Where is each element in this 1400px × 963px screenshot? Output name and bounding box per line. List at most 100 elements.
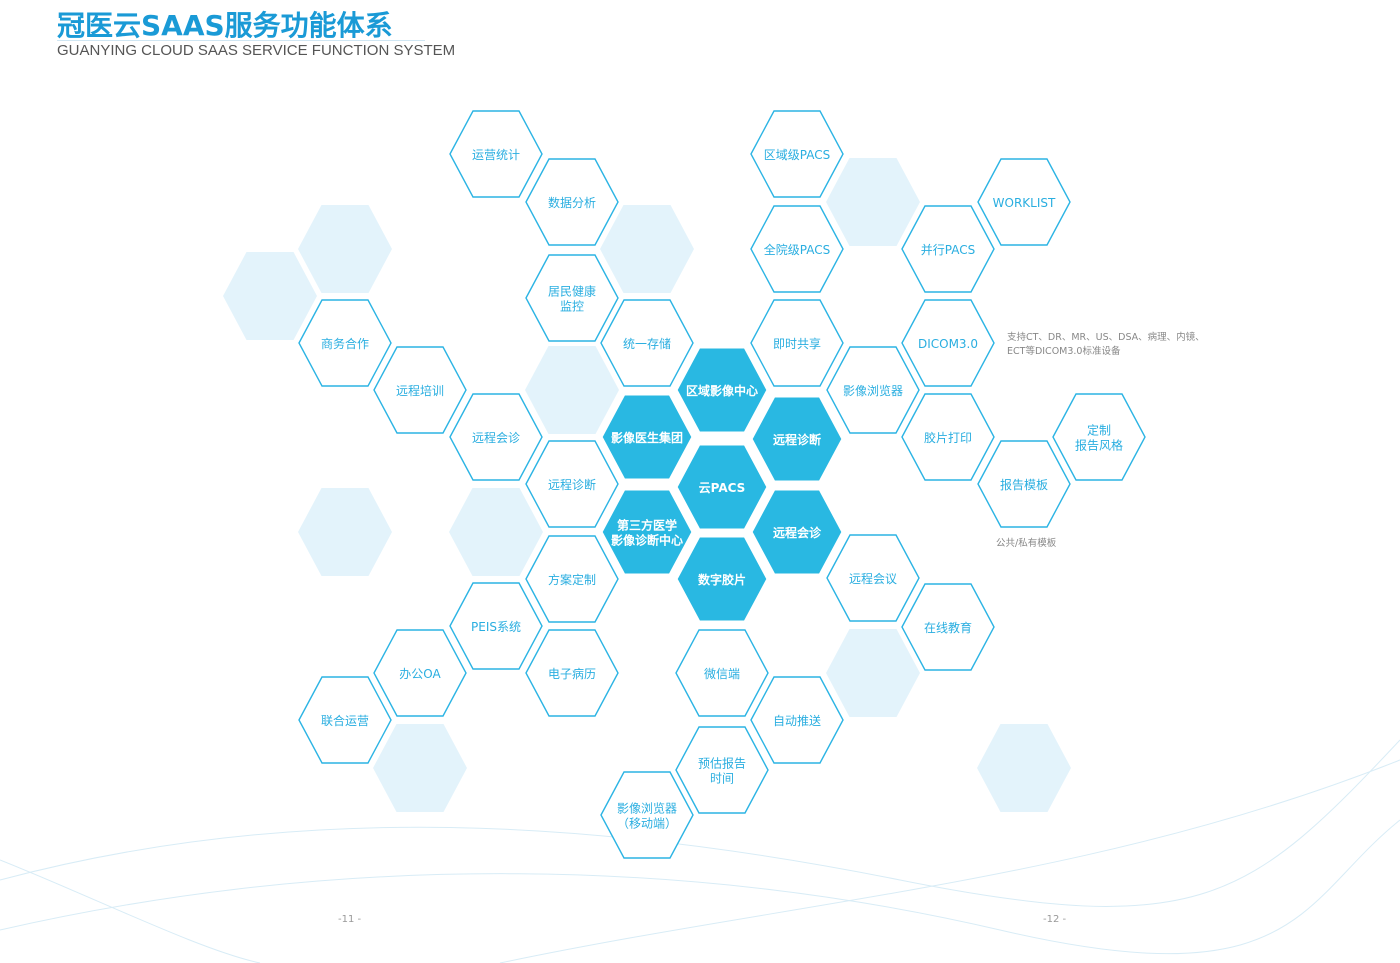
- hexagon-shape: [525, 254, 619, 342]
- hexagon-shape: [826, 346, 920, 434]
- hex-label: 并行PACS: [921, 243, 975, 257]
- hex-label: 微信端: [704, 667, 740, 681]
- hex-remote-consultation-core: 远程会诊: [749, 487, 845, 577]
- hexagon-shape: [525, 158, 619, 246]
- hex-remote-consultation: 远程会诊: [449, 393, 543, 481]
- hexagon-shape: [977, 158, 1071, 246]
- hex-auto-push: 自动推送: [750, 676, 844, 764]
- hexagon-shape: [599, 487, 695, 577]
- hex-label: DICOM3.0: [918, 337, 978, 351]
- hex-emr: 电子病历: [525, 629, 619, 717]
- decorative-hexagon: [826, 158, 920, 246]
- hex-digital-film: 数字胶片: [674, 534, 770, 624]
- hex-label: 影像医生集团: [611, 430, 683, 445]
- decorative-hexagon: [373, 724, 467, 812]
- hex-cloud-pacs: 云PACS: [674, 442, 770, 532]
- hexagon-shape: [600, 771, 694, 859]
- hex-label: 远程会诊: [472, 430, 520, 445]
- hex-wechat: 微信端: [675, 629, 769, 717]
- hex-label: 第三方医学: [617, 518, 677, 533]
- hex-label: 电子病历: [548, 666, 596, 681]
- hex-remote-diagnosis: 远程诊断: [525, 440, 619, 528]
- hex-label: 预估报告: [698, 756, 746, 771]
- hexagon-shape: [298, 676, 392, 764]
- hex-business-cooperation: 商务合作: [298, 299, 392, 387]
- hex-label: 商务合作: [321, 336, 369, 351]
- hexagon-shape: [977, 440, 1071, 528]
- hexagon-shape: [525, 440, 619, 528]
- hexagon-shape: [525, 535, 619, 623]
- dicom-note-line1: 支持CT、DR、MR、US、DSA、病理、内镜、: [1007, 332, 1205, 343]
- hex-label: 在线教育: [924, 620, 972, 635]
- hex-parallel-pacs: 并行PACS: [901, 205, 995, 293]
- decorative-hexagon: [826, 629, 920, 717]
- hexagon-shape: [373, 346, 467, 434]
- hex-label: 胶片打印: [924, 430, 972, 445]
- hexagon-shape: [675, 726, 769, 814]
- page-subtitle: GUANYING CLOUD SAAS SERVICE FUNCTION SYS…: [57, 42, 456, 59]
- hexagon-shape: [600, 299, 694, 387]
- hex-label: 全院级PACS: [764, 242, 830, 257]
- hex-solution-custom: 方案定制: [525, 535, 619, 623]
- hex-operation-stats: 运营统计: [449, 110, 543, 198]
- hex-label: 远程诊断: [548, 477, 596, 492]
- hex-regional-imaging-center: 区域影像中心: [674, 345, 770, 435]
- hex-online-education: 在线教育: [901, 583, 995, 671]
- decorative-hexagon: [298, 205, 392, 293]
- hex-office-oa: 办公OA: [373, 629, 467, 717]
- hex-instant-share: 即时共享: [750, 299, 844, 387]
- hex-label: 远程培训: [396, 383, 444, 398]
- hex-label: 云PACS: [699, 481, 746, 495]
- hex-mobile-image-browser: 影像浏览器（移动端）: [600, 771, 694, 859]
- hexagon-shape: [901, 205, 995, 293]
- hex-label: 统一存储: [623, 336, 671, 351]
- hexagon-shape: [901, 393, 995, 481]
- hexagon-shape: [674, 534, 770, 624]
- hex-data-analysis: 数据分析: [525, 158, 619, 246]
- hex-label: 联合运营: [321, 713, 369, 728]
- hex-label: 区域级PACS: [764, 148, 830, 162]
- hex-label: 居民健康: [548, 284, 596, 299]
- hexagon-shape: [749, 394, 845, 484]
- hexagon-shape: [901, 583, 995, 671]
- decorative-hexagon: [977, 724, 1071, 812]
- hex-peis-system: PEIS系统: [449, 582, 543, 670]
- hexagon-shape: [675, 629, 769, 717]
- hexagon-shape: [449, 110, 543, 198]
- hex-report-template: 报告模板: [977, 440, 1071, 528]
- hex-regional-pacs: 区域级PACS: [750, 110, 844, 198]
- hexagon-shape: [901, 299, 995, 387]
- decorative-hexagon: [223, 252, 317, 340]
- decorative-hexagon: [525, 346, 619, 434]
- hex-label: 定制: [1087, 423, 1111, 438]
- hex-image-browser: 影像浏览器: [826, 346, 920, 434]
- hexagon-shape: [373, 629, 467, 717]
- hexagon-shape: [674, 442, 770, 532]
- hex-label: 自动推送: [773, 713, 821, 728]
- dicom-note: 支持CT、DR、MR、US、DSA、病理、内镜、 ECT等DICOM3.0标准设…: [1007, 331, 1205, 359]
- hex-label: 数据分析: [548, 195, 596, 210]
- hex-worklist: WORKLIST: [977, 158, 1071, 246]
- hexagon-shape: [599, 392, 695, 482]
- hex-label: 即时共享: [773, 336, 821, 351]
- hexagon-shape: [449, 393, 543, 481]
- hex-label: PEIS系统: [471, 620, 521, 634]
- hexagon-shape: [750, 299, 844, 387]
- hex-label: 时间: [710, 772, 734, 786]
- hex-label: 办公OA: [399, 666, 441, 681]
- hex-label: 远程诊断: [773, 432, 821, 447]
- background-curves: [0, 739, 1400, 963]
- hex-label: 方案定制: [548, 572, 596, 587]
- hex-label: 数字胶片: [698, 572, 746, 587]
- hex-imaging-doctor-group: 影像医生集团: [599, 392, 695, 482]
- decorative-hexagon: [449, 488, 543, 576]
- hex-label: 影像浏览器: [617, 801, 677, 816]
- hexagon-shape: [750, 205, 844, 293]
- hexagon-shape: [750, 110, 844, 198]
- hex-label: 报告风格: [1075, 438, 1123, 453]
- hexagon-shape: [298, 299, 392, 387]
